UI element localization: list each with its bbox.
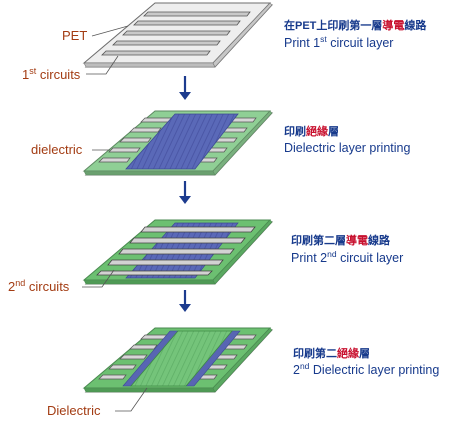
step4-caption-cn: 印刷第二絕緣層 [293,346,370,360]
step3-caption-cn: 印刷第二層導電線路 [291,233,391,247]
layer1-sheet [82,2,274,68]
step2-caption-en: Dielectric layer printing [284,141,410,155]
step2-caption: 印刷絕緣層 Dielectric layer printing [284,124,410,155]
layer3-traces [96,226,256,276]
step1-caption-cn: 在PET上印刷第一層導電線路 [284,18,427,32]
step4-caption-en: 2nd Dielectric layer printing [293,361,439,377]
layer4-dielectric [130,330,233,387]
layer4-trace-ends [98,334,257,380]
step3-caption-en: Print 2nd circuit layer [291,249,403,265]
down-arrow-icon [179,76,191,100]
layer4-sheet [82,327,274,393]
step2-caption-cn: 印刷絕緣層 [284,124,339,138]
layer2-sheet [82,110,274,176]
down-arrow-icon [179,290,191,312]
step1-caption: 在PET上印刷第一層導電線路 Print 1st circuit layer [284,18,427,50]
layer3-sheet [82,219,274,285]
layer1-traces [101,11,251,56]
label-dielectric-2: Dielectric [47,403,101,418]
down-arrow-icon [179,181,191,204]
step3-caption: 印刷第二層導電線路 Print 2nd circuit layer [291,233,403,265]
step1-caption-en: Print 1st circuit layer [284,34,393,50]
label-pet: PET [62,28,87,43]
step4-caption: 印刷第二絕緣層 2nd Dielectric layer printing [293,346,439,377]
label-dielectric: dielectric [31,142,83,157]
layer2-dielectric [125,113,239,170]
leader-lines [82,25,148,412]
label-1st-circuits: 1st circuits [22,66,81,82]
label-2nd-circuits: 2nd circuits [8,278,70,294]
